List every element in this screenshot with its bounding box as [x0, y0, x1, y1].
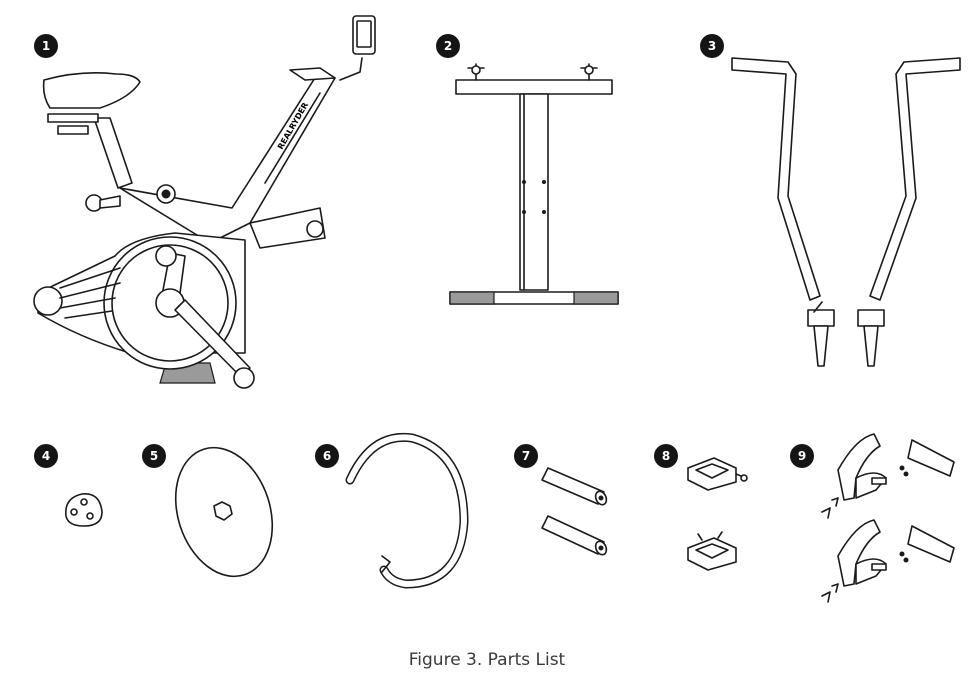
pedal-straps-icon: [816, 428, 966, 604]
part-number-badge-4: 4: [34, 444, 58, 468]
pedals-icon: [684, 452, 750, 576]
part-number-badge-8: 8: [654, 444, 678, 468]
part-number-badge-5: 5: [142, 444, 166, 468]
part-number-badge-2: 2: [436, 34, 460, 58]
cylinder-bolts-icon: [540, 458, 620, 566]
part-number-badge-6: 6: [315, 444, 339, 468]
ring-trim-icon: [342, 432, 470, 594]
handlebar-bars-icon: [730, 56, 962, 380]
stabilizer-base-icon: [446, 52, 626, 314]
small-cap-icon: [60, 490, 108, 530]
figure-caption: Figure 3. Parts List: [408, 650, 566, 670]
disc-cover-icon: [174, 444, 274, 580]
part-number-badge-3: 3: [700, 34, 724, 58]
part-number-badge-7: 7: [514, 444, 538, 468]
part-number-badge-1: 1: [34, 34, 58, 58]
bike-frame-icon: REALRYDER: [20, 8, 400, 398]
part-number-badge-9: 9: [790, 444, 814, 468]
